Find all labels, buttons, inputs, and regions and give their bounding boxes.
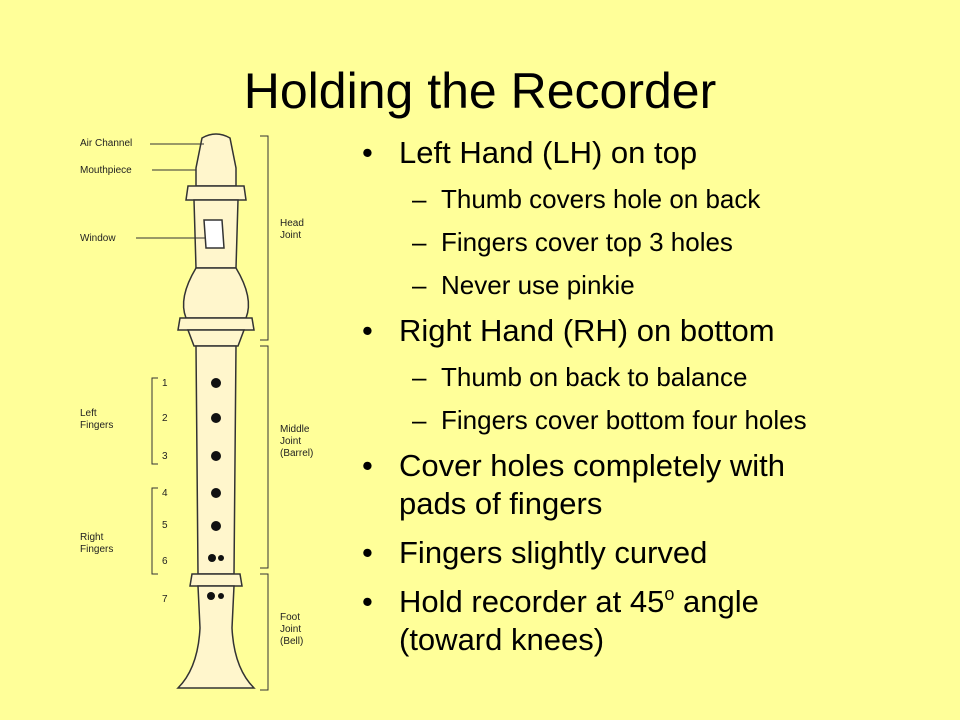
bullet-marker: • (362, 535, 373, 570)
label-head-joint-2: Joint (280, 230, 301, 241)
bullet-marker: • (362, 448, 373, 483)
label-head-joint-1: Head (280, 218, 304, 229)
label-mouthpiece: Mouthpiece (80, 165, 132, 176)
label-right-fingers-1: Right (80, 532, 104, 543)
recorder-illustration: Air Channel Mouthpiece Window Left Finge… (80, 133, 313, 691)
bullet-text-line1: Cover holes completely with (399, 448, 785, 483)
label-middle-joint-3: (Barrel) (280, 448, 313, 459)
sub-bullet-text: Thumb covers hole on back (441, 184, 761, 214)
bullet-fingers-curved: • Fingers slightly curved (362, 534, 942, 572)
bullet-text: Left Hand (LH) on top (399, 135, 698, 170)
sub-bullet-text: Never use pinkie (441, 270, 635, 300)
sub-bullet: – Fingers cover bottom four holes (362, 404, 942, 436)
slide-title: Holding the Recorder (243, 63, 717, 119)
sub-bullet: – Never use pinkie (362, 269, 942, 301)
label-middle-joint-2: Joint (280, 436, 301, 447)
sub-bullet: – Fingers cover top 3 holes (362, 226, 942, 258)
bullet-list: • Left Hand (LH) on top – Thumb covers h… (362, 134, 942, 659)
label-air-channel: Air Channel (80, 138, 132, 149)
hole-number-4: 4 (162, 488, 168, 499)
bullet-text: Fingers slightly curved (399, 535, 708, 570)
bullet-marker: • (362, 135, 373, 170)
sub-bullet-marker: – (412, 184, 427, 214)
bullet-right-hand: • Right Hand (RH) on bottom (362, 312, 942, 350)
bullet-text-line2: pads of fingers (399, 486, 603, 521)
hole-number-7: 7 (162, 594, 168, 605)
bullet-left-hand: • Left Hand (LH) on top (362, 134, 942, 172)
bullet-hold-angle: • Hold recorder at 45o angle (toward kne… (362, 583, 942, 659)
bullet-text-before-sup: Hold recorder at 45 (399, 584, 665, 619)
label-right-fingers-2: Fingers (80, 544, 113, 555)
hole-number-6: 6 (162, 556, 168, 567)
sub-bullet-marker: – (412, 270, 427, 300)
label-foot-joint-2: Joint (280, 624, 301, 635)
recorder-body (176, 133, 256, 689)
hole-number-5: 5 (162, 520, 168, 531)
sub-bullet: – Thumb covers hole on back (362, 183, 942, 215)
bullet-text: Right Hand (RH) on bottom (399, 313, 775, 348)
recorder-diagram: Air Channel Mouthpiece Window Left Finge… (76, 128, 336, 708)
bullet-text-after-sup: angle (674, 584, 759, 619)
label-left-fingers-2: Fingers (80, 420, 113, 431)
sub-bullet-text: Thumb on back to balance (441, 362, 748, 392)
sub-bullet-marker: – (412, 362, 427, 392)
bullet-marker: • (362, 584, 373, 619)
label-foot-joint-1: Foot (280, 612, 300, 623)
label-window: Window (80, 233, 116, 244)
bullet-text-line2: (toward knees) (399, 622, 605, 657)
sub-bullet-marker: – (412, 227, 427, 257)
degree-superscript: o (664, 584, 675, 604)
sub-bullet: – Thumb on back to balance (362, 361, 942, 393)
sub-bullet-marker: – (412, 405, 427, 435)
tone-holes (207, 378, 224, 600)
bullet-marker: • (362, 313, 373, 348)
sub-bullet-text: Fingers cover top 3 holes (441, 227, 733, 257)
label-middle-joint-1: Middle (280, 424, 310, 435)
sub-bullet-text: Fingers cover bottom four holes (441, 405, 807, 435)
label-foot-joint-3: (Bell) (280, 636, 303, 647)
hole-number-1: 1 (162, 378, 168, 389)
hole-number-3: 3 (162, 451, 168, 462)
hole-number-2: 2 (162, 413, 168, 424)
label-left-fingers-1: Left (80, 408, 97, 419)
bullet-cover-holes: • Cover holes completely with pads of fi… (362, 447, 942, 523)
